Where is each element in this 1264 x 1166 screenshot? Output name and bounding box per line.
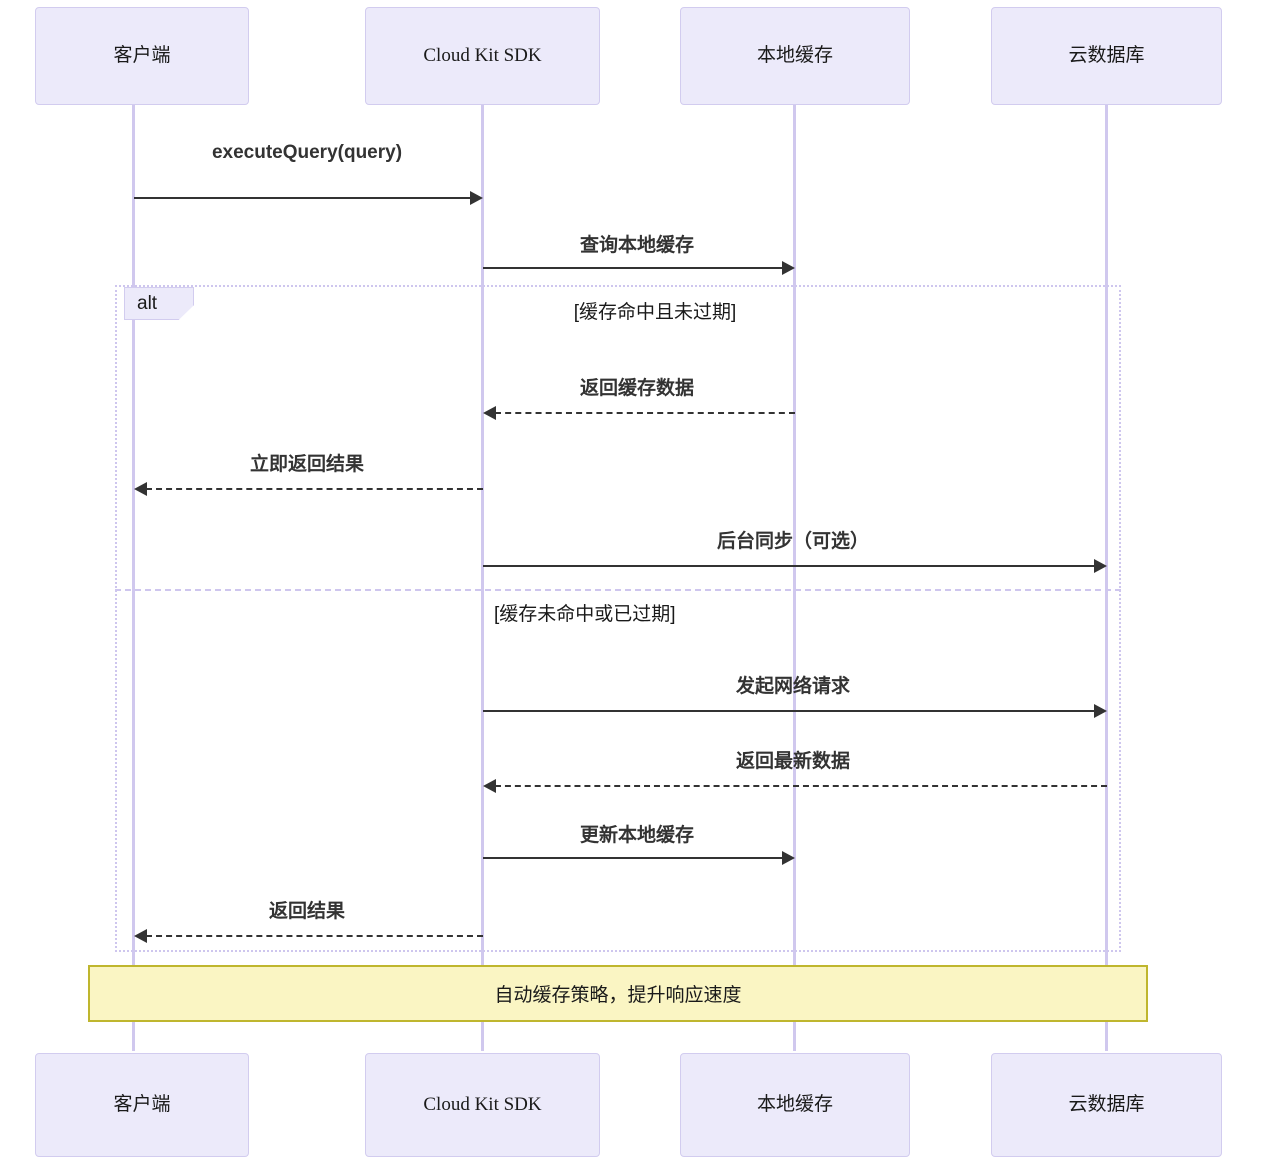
message-label-m8: 更新本地缓存 (579, 825, 695, 846)
message-line-m2 (483, 267, 784, 269)
participant-box-clouddb-top[interactable]: 云数据库 (991, 7, 1222, 105)
participant-label: Cloud Kit SDK (423, 44, 542, 66)
message-label-m7: 返回最新数据 (735, 751, 851, 772)
lifeline-client (132, 105, 135, 1051)
message-label-m9: 返回结果 (268, 901, 346, 922)
participant-box-cache-bottom[interactable]: 本地缓存 (680, 1053, 910, 1157)
message-arrowhead-m3 (483, 406, 496, 420)
lifeline-sdk (481, 105, 484, 1051)
message-arrowhead-m4 (134, 482, 147, 496)
participant-label: 客户端 (113, 1093, 171, 1115)
message-label-m6: 发起网络请求 (735, 676, 851, 697)
participant-label: 云数据库 (1068, 1093, 1145, 1115)
message-arrowhead-m1 (470, 191, 483, 205)
alt-condition-1: [缓存命中且未过期] (573, 302, 737, 323)
message-line-m7 (495, 785, 1107, 787)
message-arrowhead-m8 (782, 851, 795, 865)
participant-label: 云数据库 (1068, 44, 1145, 66)
message-line-m5 (483, 565, 1096, 567)
message-line-m6 (483, 710, 1096, 712)
message-arrowhead-m5 (1094, 559, 1107, 573)
message-label-m2: 查询本地缓存 (579, 235, 695, 256)
message-label-m3: 返回缓存数据 (579, 378, 695, 399)
alt-fragment-tab: alt (124, 287, 194, 320)
participant-box-sdk-top[interactable]: Cloud Kit SDK (365, 7, 600, 105)
alt-fragment-frame (115, 285, 1121, 952)
participant-label: Cloud Kit SDK (423, 1093, 542, 1115)
message-label-m4: 立即返回结果 (249, 454, 365, 475)
note-box: 自动缓存策略，提升响应速度 (88, 965, 1148, 1022)
alt-fragment-tab-label: alt (137, 292, 158, 314)
alt-fragment-divider (115, 589, 1121, 591)
participant-box-client-top[interactable]: 客户端 (35, 7, 249, 105)
participant-box-client-bottom[interactable]: 客户端 (35, 1053, 249, 1157)
alt-condition-2: [缓存未命中或已过期] (494, 604, 676, 625)
participant-label: 客户端 (113, 44, 171, 66)
participant-label: 本地缓存 (756, 1093, 833, 1115)
message-arrowhead-m6 (1094, 704, 1107, 718)
message-arrowhead-m9 (134, 929, 147, 943)
lifeline-clouddb (1105, 105, 1108, 1051)
message-line-m9 (146, 935, 483, 937)
message-label-m1: executeQuery(query) (211, 142, 403, 163)
lifeline-cache (793, 105, 796, 1051)
message-line-m1 (134, 197, 472, 199)
participant-box-clouddb-bottom[interactable]: 云数据库 (991, 1053, 1222, 1157)
message-arrowhead-m7 (483, 779, 496, 793)
participant-label: 本地缓存 (756, 44, 833, 66)
message-arrowhead-m2 (782, 261, 795, 275)
message-line-m4 (146, 488, 483, 490)
participant-box-sdk-bottom[interactable]: Cloud Kit SDK (365, 1053, 600, 1157)
message-line-m8 (483, 857, 784, 859)
note-label: 自动缓存策略，提升响应速度 (494, 985, 742, 1006)
message-line-m3 (495, 412, 795, 414)
participant-box-cache-top[interactable]: 本地缓存 (680, 7, 910, 105)
message-label-m5: 后台同步（可选） (716, 531, 870, 552)
